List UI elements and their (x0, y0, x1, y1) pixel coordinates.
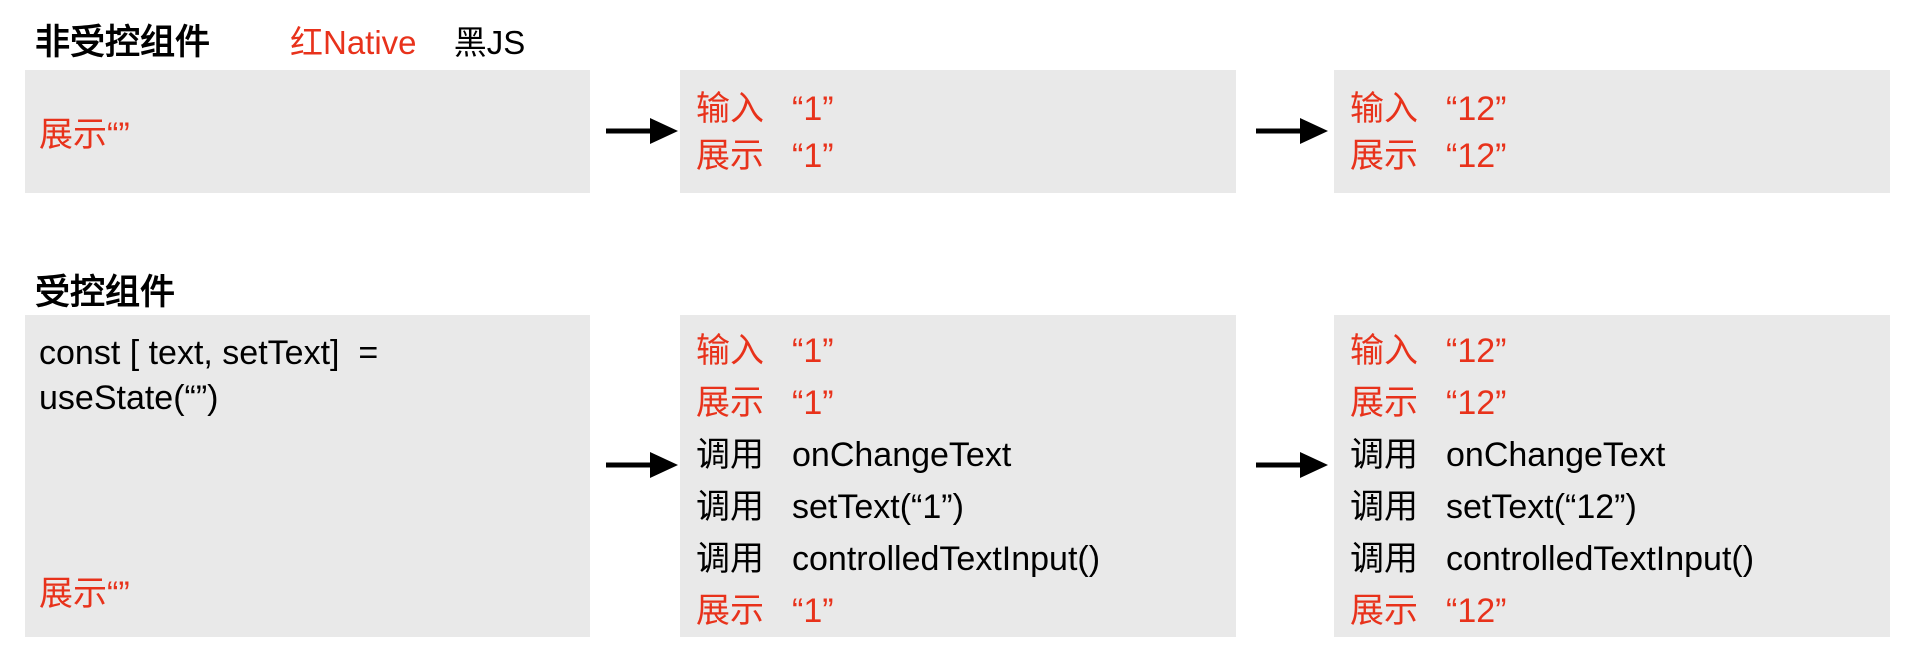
event-label: 展示 (1350, 384, 1418, 422)
event-row: 调用 onChangeText (696, 429, 1220, 481)
event-label: 调用 (696, 540, 764, 578)
event-label: 输入 (1350, 332, 1418, 370)
event-row: 调用 onChangeText (1350, 429, 1874, 481)
event-value: “1” (792, 332, 834, 370)
event-label: 调用 (1350, 436, 1418, 474)
event-row: 展示 “1” (696, 133, 1220, 180)
legend-native-label: 红Native (290, 24, 417, 61)
event-value: controlledTextInput() (792, 540, 1101, 578)
event-value: “1” (792, 90, 834, 128)
event-label: 调用 (696, 436, 764, 474)
code-line: const [ text, setText] = (39, 334, 379, 372)
event-value: “12” (1446, 592, 1507, 630)
event-row: 展示 “12” (1350, 585, 1874, 637)
event-row: 输入 “12” (1350, 325, 1874, 377)
event-label: 输入 (1350, 90, 1418, 128)
event-row: 调用 setText(“1”) (696, 481, 1220, 533)
legend-js-label: 黑JS (453, 24, 526, 61)
event-label: 输入 (696, 332, 764, 370)
event-row: 展示 “12” (1350, 377, 1874, 429)
event-value: “1” (792, 137, 834, 175)
event-value: onChangeText (792, 436, 1012, 474)
event-row: 输入 “12” (1350, 86, 1874, 133)
event-label: 展示 (696, 137, 764, 175)
arrow-icon (606, 452, 678, 478)
event-label: 展示 (1350, 592, 1418, 630)
event-row: 输入 “1” (696, 86, 1220, 133)
arrow-icon (606, 118, 678, 144)
event-label: 调用 (1350, 488, 1418, 526)
event-value: “1” (792, 384, 834, 422)
section-title-controlled: 受控组件 (35, 273, 176, 312)
event-value: “12” (1446, 384, 1507, 422)
event-label: 展示 (696, 384, 764, 422)
event-value: “12” (1446, 90, 1507, 128)
event-value: onChangeText (1446, 436, 1666, 474)
event-value: “12” (1446, 332, 1507, 370)
display-empty-text: 展示“” (39, 116, 130, 154)
uncontrolled-step2-box: 输入 “12” 展示 “12” (1334, 70, 1890, 193)
event-value: setText(“12”) (1446, 488, 1637, 526)
event-label: 调用 (1350, 540, 1418, 578)
uncontrolled-initial-box: 展示“” (25, 70, 590, 193)
controlled-step2-box: 输入 “12” 展示 “12” 调用 onChangeText 调用 setTe… (1334, 315, 1890, 637)
code-line: useState(“”) (39, 379, 219, 417)
arrow-icon (1256, 452, 1328, 478)
event-row: 展示 “12” (1350, 133, 1874, 180)
event-value: setText(“1”) (792, 488, 964, 526)
section-title-uncontrolled: 非受控组件 (35, 23, 211, 62)
event-row: 调用 setText(“12”) (1350, 481, 1874, 533)
display-empty-text: 展示“” (39, 575, 130, 613)
event-row: 展示 “1” (696, 377, 1220, 429)
code-block: const [ text, setText] = useState(“”) (39, 331, 576, 421)
event-label: 输入 (696, 90, 764, 128)
controlled-initial-box: const [ text, setText] = useState(“”) 展示… (25, 315, 590, 637)
event-value: “1” (792, 592, 834, 630)
event-row: 调用 controlledTextInput() (1350, 533, 1874, 585)
event-label: 调用 (696, 488, 764, 526)
legend: 红Native 黑JS (290, 16, 525, 64)
event-row: 调用 controlledTextInput() (696, 533, 1220, 585)
event-value: “12” (1446, 137, 1507, 175)
arrow-icon (1256, 118, 1328, 144)
event-value: controlledTextInput() (1446, 540, 1755, 578)
uncontrolled-step1-box: 输入 “1” 展示 “1” (680, 70, 1236, 193)
event-label: 展示 (696, 592, 764, 630)
event-label: 展示 (1350, 137, 1418, 175)
event-row: 展示 “1” (696, 585, 1220, 637)
controlled-step1-box: 输入 “1” 展示 “1” 调用 onChangeText 调用 setText… (680, 315, 1236, 637)
event-row: 输入 “1” (696, 325, 1220, 377)
